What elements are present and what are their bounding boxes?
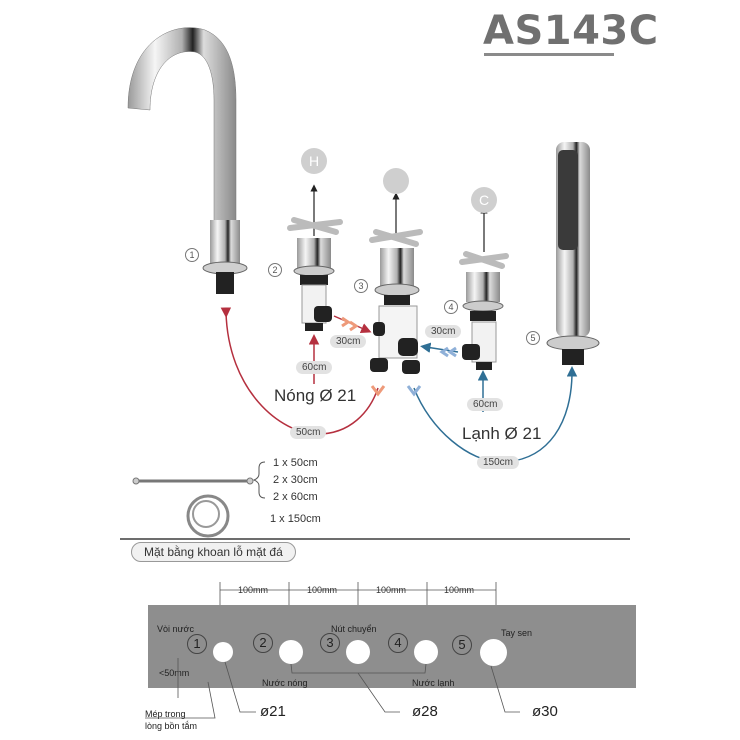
spacing-1: 100mm [238, 585, 269, 595]
shower-hose-length: 150cm [477, 456, 520, 469]
spacing-2: 100mm [307, 585, 338, 595]
hole-number-3: 3 [320, 633, 340, 653]
model-title: AS143C [483, 8, 659, 54]
component-number-3: 3 [354, 279, 368, 293]
hole-4 [414, 640, 438, 664]
cold-inlet-label: Lạnh Ø 21 [462, 424, 542, 443]
hot-cap-icon: H [301, 148, 327, 174]
label-edge-distance: <50mm [159, 668, 190, 678]
hole-number-1: 1 [187, 634, 207, 654]
part-braided-30: 2 x 30cm [273, 474, 318, 486]
drilling-section-title: Mặt bằng khoan lỗ mặt đá [131, 542, 296, 562]
component-number-2: 2 [268, 263, 282, 277]
diameter-21: ø21 [260, 703, 286, 720]
cold-cap-icon: C [471, 187, 497, 213]
diameter-28: ø28 [412, 703, 438, 720]
component-number-4: 4 [444, 300, 458, 314]
label-hot: Nước nóng [262, 678, 308, 688]
label-shower: Tay sen [501, 628, 533, 638]
hot-to-diverter-length: 30cm [330, 335, 367, 348]
hole-2 [279, 640, 303, 664]
part-braided-60: 2 x 60cm [273, 491, 318, 503]
hand-shower-illustration [546, 142, 600, 365]
spacing-3: 100mm [376, 585, 407, 595]
title-underline [484, 53, 614, 56]
hole-5 [480, 639, 507, 666]
label-cold: Nước lạnh [412, 678, 455, 688]
part-shower-hose: 1 x 150cm [270, 513, 321, 525]
edge-label-line1: Mép trong [145, 709, 186, 719]
diameter-30: ø30 [532, 703, 558, 720]
hole-1 [213, 642, 233, 662]
leader-lines [145, 658, 520, 719]
hole-number-2: 2 [253, 633, 273, 653]
hot-inlet-label: Nóng Ø 21 [274, 386, 357, 405]
part-braided-50: 1 x 50cm [273, 457, 318, 469]
diverter-cap-icon [383, 168, 409, 194]
cold-to-diverter-length: 30cm [425, 325, 462, 338]
hot-valve-illustration [287, 184, 343, 331]
faucet-diagram [127, 27, 600, 538]
diverter-illustration [369, 192, 423, 374]
label-diverter: Nút chuyển [331, 624, 377, 634]
hole-number-4: 4 [388, 633, 408, 653]
hole-number-5: 5 [452, 635, 472, 655]
cold-valve-illustration [459, 206, 509, 370]
spout-hose-length: 50cm [290, 426, 327, 439]
edge-label-line2: lòng bồn tắm [145, 721, 198, 731]
spacing-4: 100mm [444, 585, 475, 595]
section-divider [120, 538, 630, 540]
spout-illustration [127, 27, 248, 294]
component-number-1: 1 [185, 248, 199, 262]
cold-riser-length: 60cm [467, 398, 504, 411]
hole-3 [346, 640, 370, 664]
component-number-5: 5 [526, 331, 540, 345]
label-spout: Vòi nước [157, 624, 194, 634]
hot-riser-length: 60cm [296, 361, 333, 374]
